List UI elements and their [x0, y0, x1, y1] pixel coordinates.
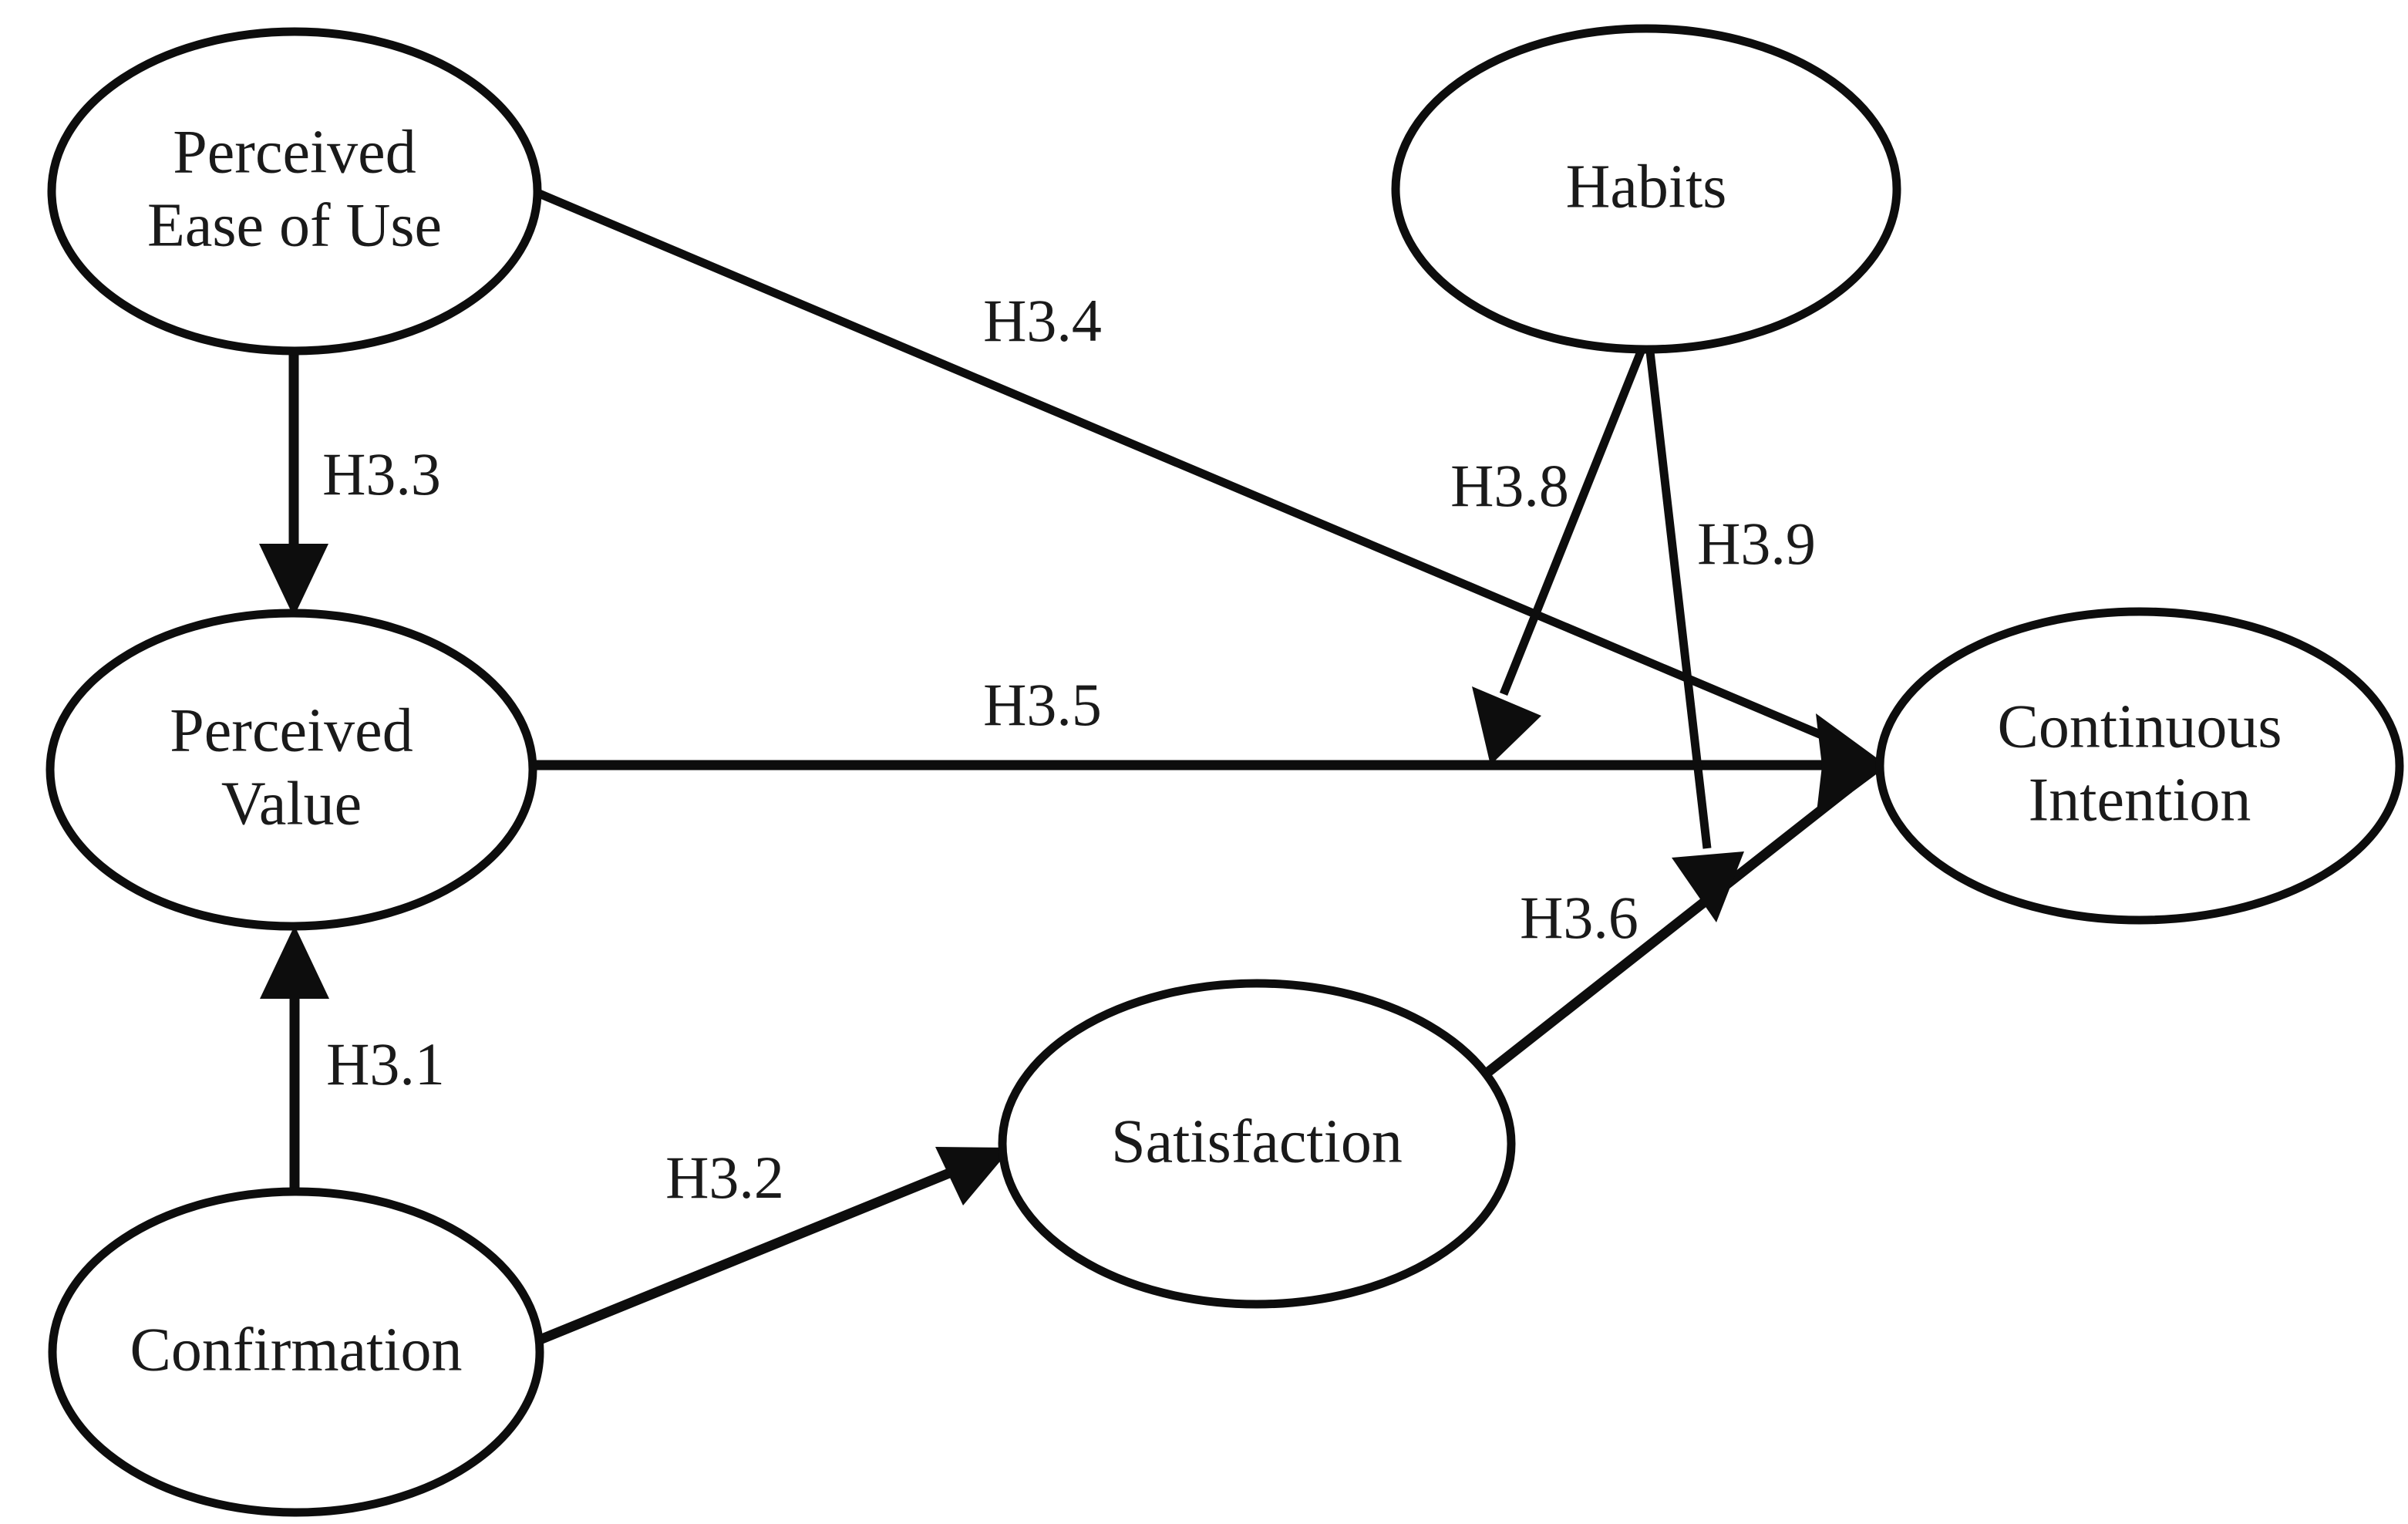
node-perceived-value[interactable]: Perceived Value: [45, 609, 537, 931]
edge-h3-2-arrowhead: [935, 1147, 1012, 1205]
node-satisfaction-shape[interactable]: [998, 979, 1516, 1309]
node-continuous-intention-label-line2: Intention: [2029, 766, 2251, 834]
node-perceived-ease-of-use[interactable]: Perceived Ease of Use: [47, 27, 542, 356]
node-satisfaction-label-line1: Satisfaction: [1111, 1108, 1403, 1175]
edge-label-h3-3: H3.3: [322, 440, 441, 507]
edge-h3-3-arrowhead: [259, 544, 328, 617]
edge-h3-8-line: [1499, 349, 1645, 696]
node-continuous-intention-shape[interactable]: [1875, 607, 2404, 925]
node-perceived-value-label-line2: Value: [221, 770, 362, 838]
edge-h3-3: [259, 349, 328, 617]
edge-label-h3-5: H3.5: [983, 671, 1102, 738]
node-perceived-value-shape[interactable]: [45, 609, 537, 931]
node-confirmation-label-line1: Confirmation: [130, 1316, 462, 1384]
node-habits-shape[interactable]: [1391, 24, 1901, 354]
edge-h3-4: [535, 188, 1851, 751]
node-continuous-intention[interactable]: Continuous Intention: [1875, 607, 2404, 925]
node-habits[interactable]: Habits: [1391, 24, 1901, 354]
node-perceived-ease-of-use-shape[interactable]: [47, 27, 542, 356]
edge-label-h3-6: H3.6: [1520, 884, 1638, 951]
node-perceived-value-label-line1: Perceived: [170, 696, 413, 764]
edge-h3-2-line: [528, 1156, 980, 1349]
edge-h3-2: [528, 1147, 1012, 1349]
node-perceived-ease-of-use-label-line2: Ease of Use: [147, 191, 442, 259]
edge-label-h3-8: H3.8: [1450, 452, 1569, 519]
node-continuous-intention-label-line1: Continuous: [1998, 693, 2282, 760]
node-habits-label-line1: Habits: [1566, 153, 1727, 221]
edge-h3-9: [1645, 351, 1744, 922]
edge-h3-1-arrowhead: [260, 926, 329, 999]
node-confirmation[interactable]: Confirmation: [48, 1187, 544, 1517]
edge-label-h3-2: H3.2: [665, 1144, 784, 1211]
edge-h3-6: [1484, 784, 1853, 1077]
edge-label-h3-4: H3.4: [983, 287, 1102, 354]
node-confirmation-shape[interactable]: [48, 1187, 544, 1517]
edge-h3-8: [1472, 349, 1645, 765]
edge-h3-9-line: [1645, 351, 1712, 849]
edge-h3-1: [260, 926, 329, 1188]
edge-h3-4-line: [535, 188, 1851, 751]
node-perceived-ease-of-use-label-line1: Perceived: [173, 118, 416, 186]
edge-label-h3-9: H3.9: [1697, 510, 1816, 577]
edge-label-h3-1: H3.1: [326, 1030, 445, 1097]
continuous-intention-inbound-arrowhead: [1816, 713, 1888, 819]
node-satisfaction[interactable]: Satisfaction: [998, 979, 1516, 1309]
edge-h3-9-arrowhead: [1672, 851, 1744, 922]
edge-h3-8-arrowhead: [1472, 686, 1541, 765]
edge-h3-6-line: [1484, 784, 1853, 1077]
